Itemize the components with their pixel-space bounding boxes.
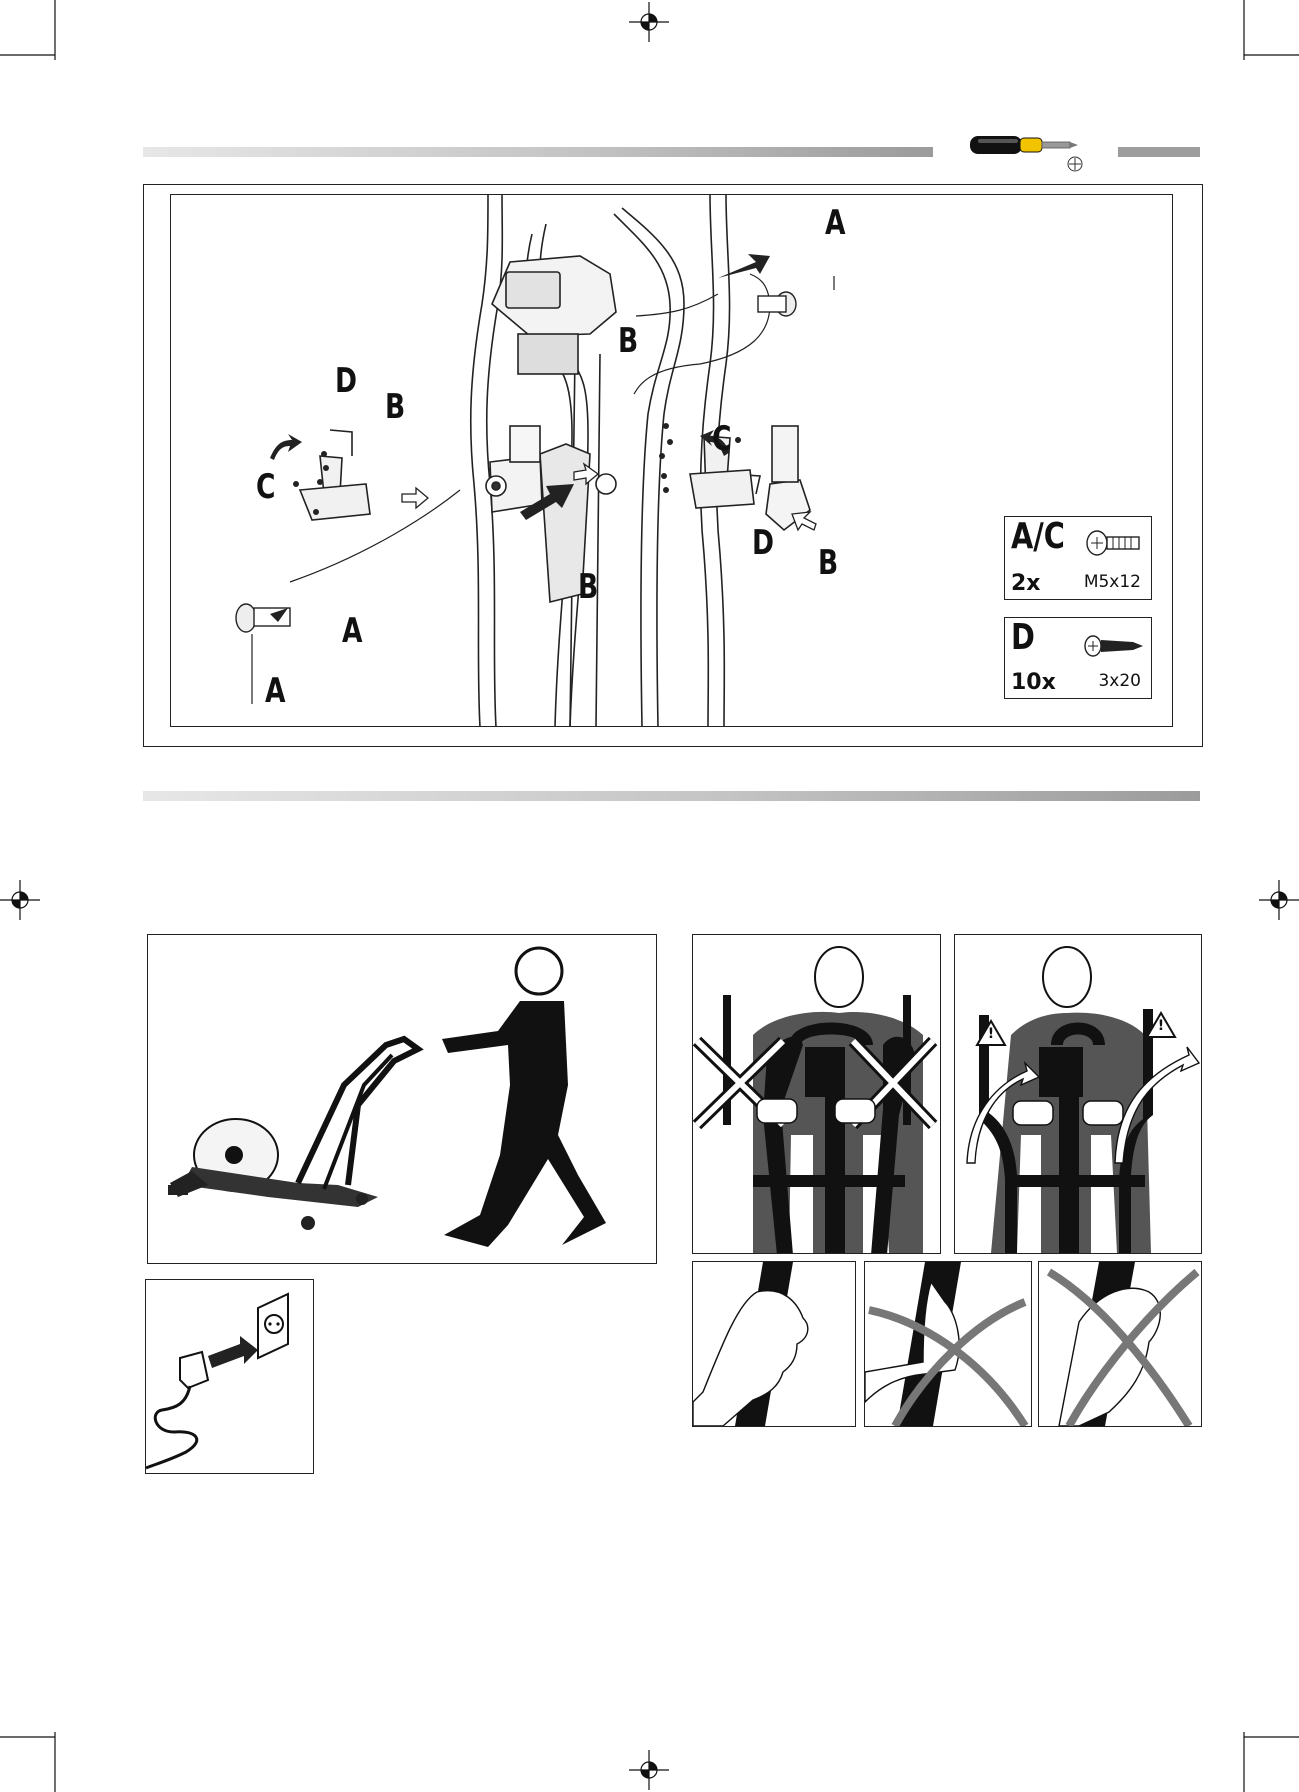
part-code: D (1011, 620, 1035, 656)
person-moving-trainer-illustration (148, 935, 656, 1263)
wrong-grip-illustration (865, 1262, 1031, 1426)
section-bar-top-right (1118, 147, 1200, 157)
label-c-left: C (256, 470, 275, 504)
label-a-top: A (825, 206, 846, 240)
label-a-left-bottom: A (265, 674, 286, 708)
power-connection-panel (145, 1279, 314, 1474)
label-c-right: C (712, 422, 731, 456)
label-b-center: B (578, 570, 598, 604)
part-spec-a-c: A/C 2x M5x12 (1004, 516, 1152, 600)
label-b-console: B (618, 324, 638, 358)
part-quantity: 2x (1011, 573, 1041, 595)
section-bar-middle (143, 791, 1200, 801)
part-code: A/C (1011, 519, 1065, 555)
posture-panel-wrong (692, 934, 941, 1254)
grip-panel-wrong-1 (864, 1261, 1032, 1427)
label-d-left: D (335, 364, 357, 398)
warning-mark-right: ! (1156, 1018, 1166, 1034)
bolt-icon (1085, 529, 1143, 557)
grip-panel-correct (692, 1261, 856, 1427)
warning-swing-illustration (955, 935, 1201, 1253)
part-size: M5x12 (1084, 574, 1141, 591)
warning-mark-left: ! (986, 1026, 996, 1042)
part-spec-d: D 10x 3x20 (1004, 617, 1152, 699)
section-bar-top (143, 147, 933, 157)
label-d-right: D (752, 526, 774, 560)
label-b-left: B (385, 390, 405, 424)
label-b-right: B (818, 546, 838, 580)
moving-trainer-panel (147, 934, 657, 1264)
wrong-posture-illustration (693, 935, 940, 1253)
screw-icon (1083, 634, 1145, 658)
correct-grip-illustration (693, 1262, 855, 1426)
part-size: 3x20 (1098, 673, 1141, 690)
plug-into-socket-illustration (146, 1280, 313, 1473)
wrong-grip-illustration (1039, 1262, 1201, 1426)
label-a-left: A (342, 614, 363, 648)
part-quantity: 10x (1011, 672, 1056, 694)
grip-panel-wrong-2 (1038, 1261, 1202, 1427)
screwdriver-icon (968, 130, 1110, 178)
posture-panel-warning: ! ! (954, 934, 1202, 1254)
